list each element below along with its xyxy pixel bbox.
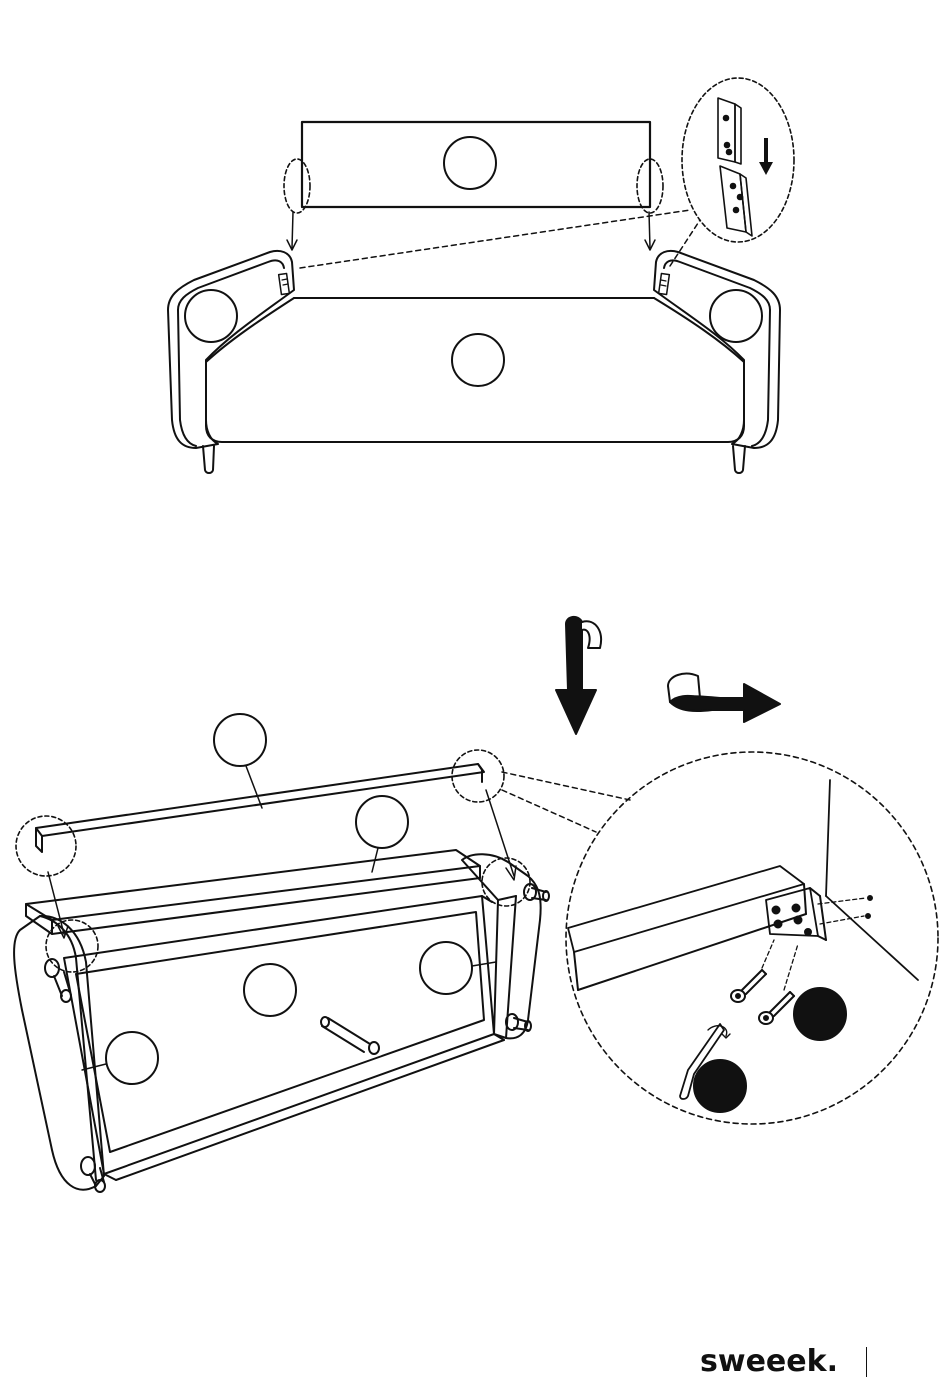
down-arrow-left xyxy=(287,212,297,250)
part-label-circle-base xyxy=(244,964,296,1016)
rotate-down-arrow-icon xyxy=(556,617,601,734)
sofa-frame xyxy=(168,251,780,473)
part-label-circle-back-rail xyxy=(214,714,266,766)
bracket-lower-part xyxy=(720,166,752,236)
bracket-upper-part xyxy=(718,98,741,164)
highlight-left-rail-end xyxy=(16,816,76,876)
bolt-2 xyxy=(759,992,794,1024)
part-label-circle-backrest xyxy=(444,137,496,189)
hardware-badge-allen-key xyxy=(694,1060,746,1112)
bolt-1 xyxy=(731,970,766,1002)
detail-leader-line-3 xyxy=(502,772,630,800)
part-label-circle-left-arm-lying xyxy=(106,1032,158,1084)
back-rail xyxy=(36,764,484,852)
leg-right xyxy=(733,446,745,473)
base-frame xyxy=(64,896,504,1180)
foot-peg-left-top xyxy=(45,959,71,1002)
center-dowel xyxy=(321,1017,379,1054)
brand-logo: sweeek. xyxy=(700,1342,850,1382)
part-label-circle-seat xyxy=(452,334,504,386)
detail-leader-line-4 xyxy=(502,790,596,832)
detail-bubble-bracket xyxy=(682,78,794,242)
step1-backrest-diagram xyxy=(168,78,794,473)
right-armrest xyxy=(654,251,780,448)
foot-peg-right-bottom xyxy=(506,1014,531,1031)
down-arrow-right xyxy=(645,212,655,250)
detail-leader-line-1 xyxy=(300,210,690,268)
hardware-badge-bolt xyxy=(794,988,846,1040)
right-armrest-standing xyxy=(462,854,541,1038)
step2-base-diagram xyxy=(14,617,938,1192)
left-armrest xyxy=(168,251,294,448)
part-label-circle-seat-panel xyxy=(356,796,408,848)
part-label-circle-right-arm-lying xyxy=(420,942,472,994)
flip-over-arrow-icon xyxy=(668,674,780,722)
part-label-circle-left-arm xyxy=(185,290,237,342)
guide-arrow-right xyxy=(486,790,516,880)
slide-down-arrow-icon xyxy=(759,138,773,175)
part-label-circle-right-arm xyxy=(710,290,762,342)
brand-divider xyxy=(866,1347,867,1377)
detail-bubble-bolting xyxy=(566,752,938,1124)
seat-base xyxy=(206,298,744,442)
backrest-panel xyxy=(302,122,650,207)
leg-left xyxy=(203,446,214,473)
highlight-left-backrest-edge xyxy=(284,159,310,213)
